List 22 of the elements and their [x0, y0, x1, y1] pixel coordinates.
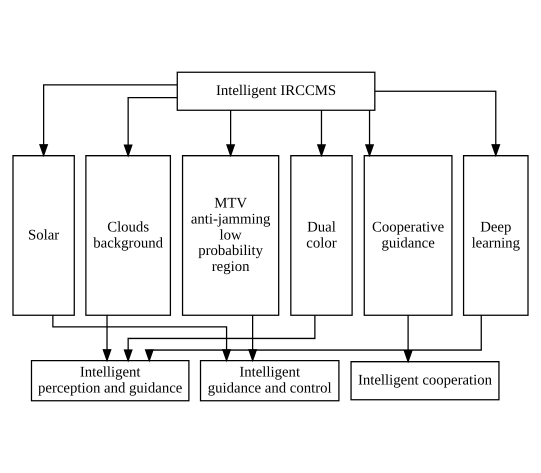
node-box: MTV anti-jamming low probability region: [182, 155, 280, 316]
node-box: Solar: [12, 155, 75, 316]
node-box: Intelligent perception and guidance: [30, 360, 190, 402]
arrow: [52, 315, 232, 362]
node-box: Deep learning: [462, 155, 529, 316]
arrow: [39, 84, 178, 158]
arrow: [102, 315, 112, 362]
arrow: [404, 315, 413, 364]
node-box: Clouds background: [85, 155, 172, 316]
arrow: [364, 110, 374, 158]
node-box: Intelligent cooperation: [350, 361, 500, 400]
arrow: [144, 315, 482, 362]
arrow: [124, 96, 177, 158]
arrow: [226, 110, 236, 158]
node-box: Cooperative guidance: [364, 155, 453, 316]
arrow: [375, 90, 500, 158]
node-box: Intelligent IRCCMS: [176, 72, 376, 111]
arrow: [316, 110, 326, 158]
node-box: Intelligent guidance and control: [200, 360, 340, 402]
node-box: Dual color: [290, 155, 353, 316]
arrow: [248, 315, 258, 362]
arrow: [124, 316, 316, 362]
